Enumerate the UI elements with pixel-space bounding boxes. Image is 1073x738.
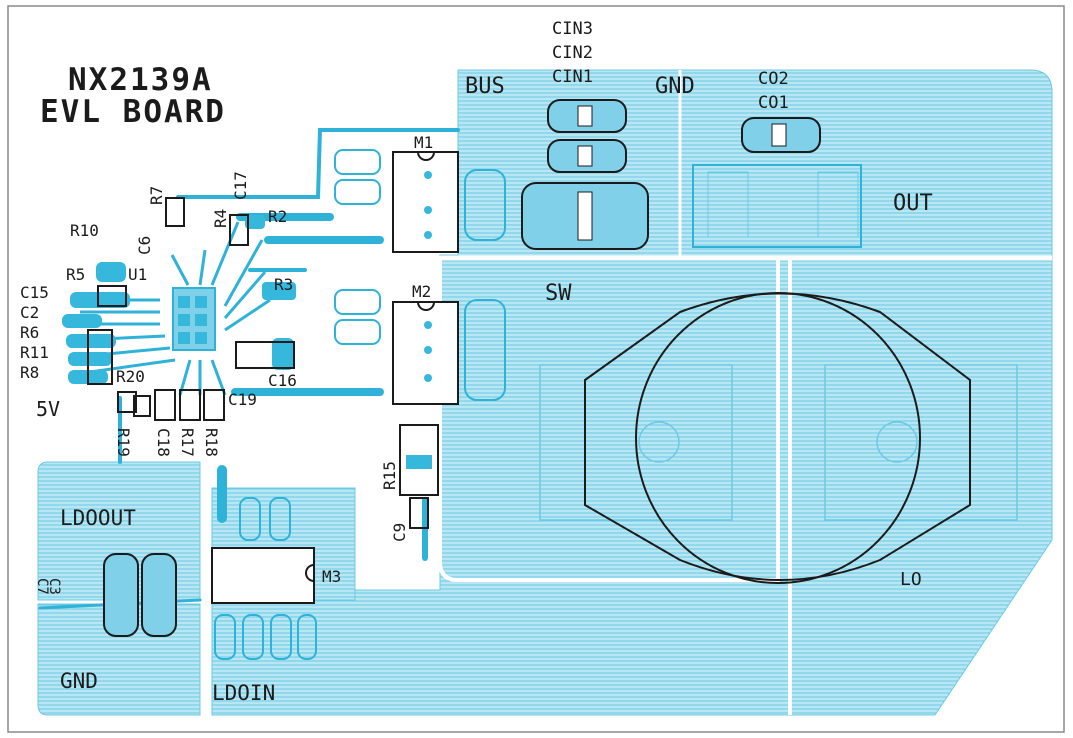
refdes-cin1: CIN1 (552, 67, 593, 87)
refdes-cin2: CIN2 (552, 43, 593, 63)
net-label-ldoout: LDOOUT (60, 506, 136, 530)
refdes-m1: M1 (414, 133, 433, 152)
ldo-m3 (211, 497, 317, 660)
refdes-c18: C18 (154, 428, 173, 457)
pads (62, 215, 296, 384)
refdes-co1: CO1 (758, 93, 789, 113)
copper-pour-sw (438, 256, 780, 582)
silkscreen-text: NX2139A EVL BOARD BUS GND OUT SW LO LDOO… (20, 19, 933, 705)
refdes-r3: R3 (274, 275, 293, 294)
refdes-m3: M3 (322, 567, 341, 586)
refdes-m2: M2 (412, 282, 431, 301)
ldo-output-caps (103, 553, 177, 637)
board-title-line2: EVL BOARD (40, 94, 226, 130)
refdes-c9: C9 (390, 523, 409, 542)
traces (38, 128, 460, 610)
refdes-c16: C16 (268, 371, 297, 390)
refdes-c17: C17 (231, 171, 250, 200)
refdes-r5: R5 (66, 265, 85, 284)
refdes-c6: C6 (135, 236, 154, 255)
refdes-r18: R18 (202, 428, 221, 457)
refdes-c19: C19 (228, 390, 257, 409)
mosfet-m1 (334, 149, 506, 253)
net-label-ldoin: LDOIN (212, 681, 275, 705)
refdes-u1: U1 (128, 265, 147, 284)
net-label-gnd-bottom: GND (60, 669, 98, 693)
refdes-co2: CO2 (758, 69, 789, 89)
refdes-r4: R4 (211, 209, 230, 228)
refdes-r15: R15 (380, 461, 399, 490)
refdes-r19: R19 (114, 428, 133, 457)
copper-pour-main (211, 69, 1053, 716)
refdes-c7: C7 (34, 578, 50, 595)
net-label-gnd-top: GND (655, 74, 695, 99)
mosfet-m2 (334, 289, 506, 405)
silkscreen-outlines (87, 197, 295, 421)
refdes-r17: R17 (178, 428, 197, 457)
input-capacitors (521, 99, 649, 250)
output-capacitors (692, 117, 862, 248)
refdes-c3: C3 (46, 578, 62, 595)
refdes-r11: R11 (20, 343, 49, 362)
refdes-c2: C2 (20, 303, 39, 322)
refdes-cin3: CIN3 (552, 19, 593, 39)
net-label-5v: 5V (36, 397, 60, 421)
net-label-sw: SW (545, 281, 572, 306)
r15-c9-parts (399, 424, 439, 529)
net-label-out: OUT (893, 191, 933, 216)
inductor-lo (539, 292, 1018, 584)
refdes-r6: R6 (20, 323, 39, 342)
refdes-r7: R7 (147, 186, 166, 205)
net-label-bus: BUS (465, 74, 505, 99)
refdes-r20: R20 (116, 367, 145, 386)
board-title-line1: NX2139A (68, 62, 213, 98)
refdes-r2: R2 (268, 207, 287, 226)
refdes-r8: R8 (20, 363, 39, 382)
refdes-c15: C15 (20, 283, 49, 302)
refdes-r10: R10 (70, 221, 99, 240)
net-label-lo: LO (900, 569, 922, 590)
